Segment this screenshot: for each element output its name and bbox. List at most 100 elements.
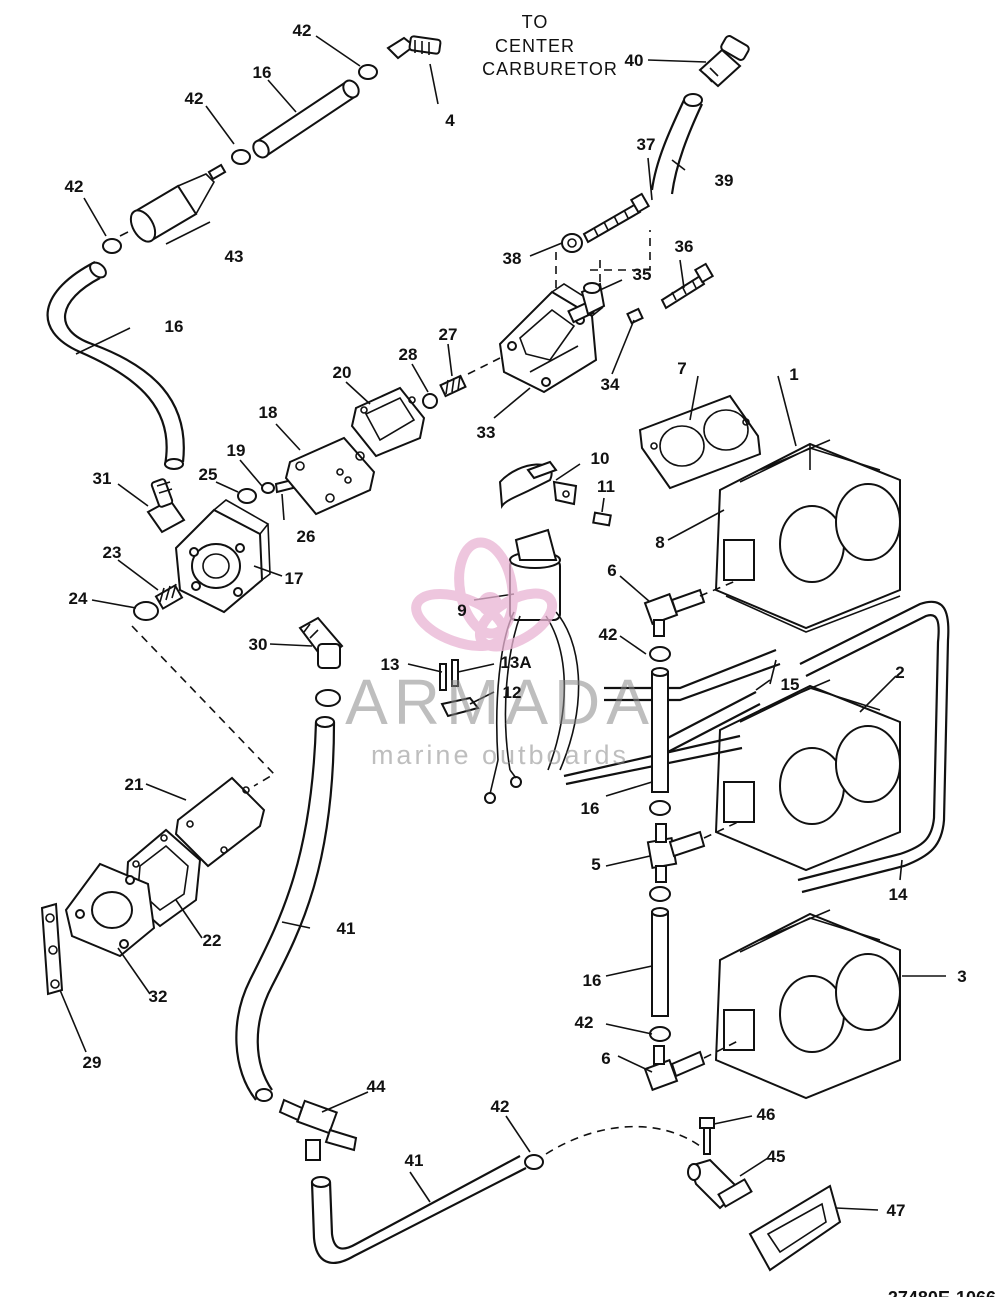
callout-16: 16 [165,317,184,336]
callout-27: 27 [439,325,458,344]
callout-42: 42 [293,21,312,40]
callout-numbers: 42 16 42 42 4 40 37 39 38 35 36 34 33 27… [65,21,967,1220]
fuel-hose-39 [650,93,703,195]
fuel-hose-41b [310,1155,527,1264]
callout-7: 7 [677,359,686,378]
title-line-2: CENTER [495,36,575,56]
callout-40: 40 [625,51,644,70]
callout-34: 34 [601,375,620,394]
vent-tube-15 [563,648,781,786]
callout-45: 45 [767,1147,786,1166]
callout-41: 41 [337,919,356,938]
hose-clamp-30 [315,689,341,707]
carburetor-1 [714,439,901,633]
tee-fitting-5 [646,823,706,883]
hose-clamp-42e [649,800,671,816]
spring-23 [154,583,184,610]
watermark-tagline: marine outboards [371,740,629,770]
mount-bracket-47 [748,1184,842,1272]
assembly-line-6a [699,579,739,597]
callout-6: 6 [607,561,616,580]
callout-14: 14 [889,885,908,904]
callout-32: 32 [149,987,168,1006]
carburetor-3 [714,909,901,1100]
callout-10: 10 [591,449,610,468]
hose-clamp-42g [524,1154,544,1170]
screw-36 [660,262,715,310]
screw-13 [439,659,459,691]
callout-5: 5 [591,855,600,874]
callout-42: 42 [65,177,84,196]
callout-29: 29 [83,1053,102,1072]
callout-18: 18 [259,403,278,422]
callout-30: 30 [249,635,268,654]
callout-11: 11 [597,477,615,496]
clamp-bracket-10 [498,460,578,509]
callout-33: 33 [477,423,496,442]
callout-20: 20 [333,363,352,382]
callout-36: 36 [675,237,694,256]
callout-43: 43 [225,247,244,266]
fuel-hose-16b [46,261,185,470]
callout-16: 16 [253,63,272,82]
hose-clamp-42f [649,1026,671,1042]
callout-13a: 13A [500,653,531,672]
gasket-20 [350,386,426,458]
spring-27 [439,374,467,398]
callout-2: 2 [895,663,904,682]
leader-lines [59,35,946,1211]
pump-base-32 [64,862,156,958]
screw-37 [582,192,651,244]
assembly-line-27-33 [467,357,501,375]
check-ball-28 [422,393,438,409]
callout-42: 42 [575,1013,594,1032]
callout-16: 16 [581,799,600,818]
fuel-line-14 [797,600,950,894]
callout-15: 15 [781,675,800,694]
elbow-fitting-31 [146,478,186,534]
drawing-code: 27480E-1066 [888,1288,996,1297]
tee-fitting-6b [643,1045,706,1092]
callout-1: 1 [789,365,798,384]
hose-clamp-42-mid [649,886,671,902]
check-valve-25 [237,488,257,504]
callout-26: 26 [297,527,316,546]
callout-24: 24 [69,589,88,608]
washer-38 [561,233,583,253]
callout-22: 22 [203,931,222,950]
callout-41: 41 [405,1151,424,1170]
callout-42: 42 [491,1097,510,1116]
fuel-filter-43 [119,163,227,243]
callout-6: 6 [601,1049,610,1068]
hose-clamp-42d [649,646,671,662]
callout-44: 44 [367,1077,386,1096]
callout-31: 31 [93,469,112,488]
elbow-fitting-4 [386,35,442,60]
callout-39: 39 [715,171,734,190]
propeller-logo-icon [411,537,558,652]
fuel-hose-41a [235,716,336,1102]
hose-clamp-42a [358,64,378,80]
callout-23: 23 [103,543,122,562]
callout-8: 8 [655,533,664,552]
tee-fitting-6a [643,588,706,637]
gasket-strip-29 [40,902,64,996]
callout-28: 28 [399,345,418,364]
assembly-line-6b [703,1039,741,1059]
callout-35: 35 [633,265,652,284]
diaphragm-18 [284,436,376,516]
hose-clamp-42b [231,149,251,165]
bracket-12 [440,696,480,718]
tee-fitting-44 [278,1098,358,1161]
o-ring-24 [133,601,159,621]
fuel-pump-body-17 [174,499,271,614]
fitting-35 [567,282,606,324]
diaphragm-21 [174,776,266,868]
washer-19 [261,482,275,494]
screw-26 [274,478,295,494]
assembly-line-5 [703,821,739,839]
callout-16: 16 [583,971,602,990]
hose-clamp-42c [102,238,122,254]
elbow-fitting-30 [298,616,344,669]
